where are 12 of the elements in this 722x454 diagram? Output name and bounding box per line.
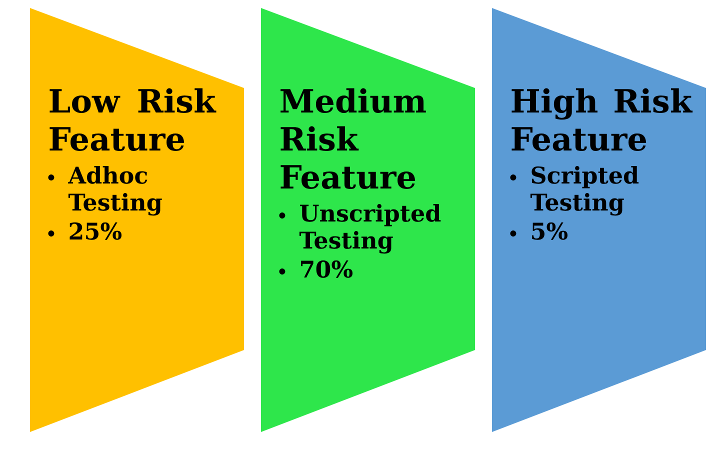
bullet-item: 5% <box>532 222 568 240</box>
bullet-item: 25% <box>70 222 122 240</box>
heading: High Risk Feature <box>512 88 693 151</box>
chevron-shape <box>261 8 475 432</box>
bullet-item: Unscripted Testing <box>299 204 441 254</box>
bullet-item: 70% <box>301 260 353 278</box>
chevron-shape <box>492 8 706 432</box>
chevron-shape <box>30 8 244 432</box>
bullet-item: Scripted Testing <box>530 166 639 216</box>
bullet-item: Adhoc Testing <box>68 166 162 216</box>
heading: Low Risk Feature <box>50 88 216 151</box>
heading: Medium Risk Feature <box>280 88 426 189</box>
